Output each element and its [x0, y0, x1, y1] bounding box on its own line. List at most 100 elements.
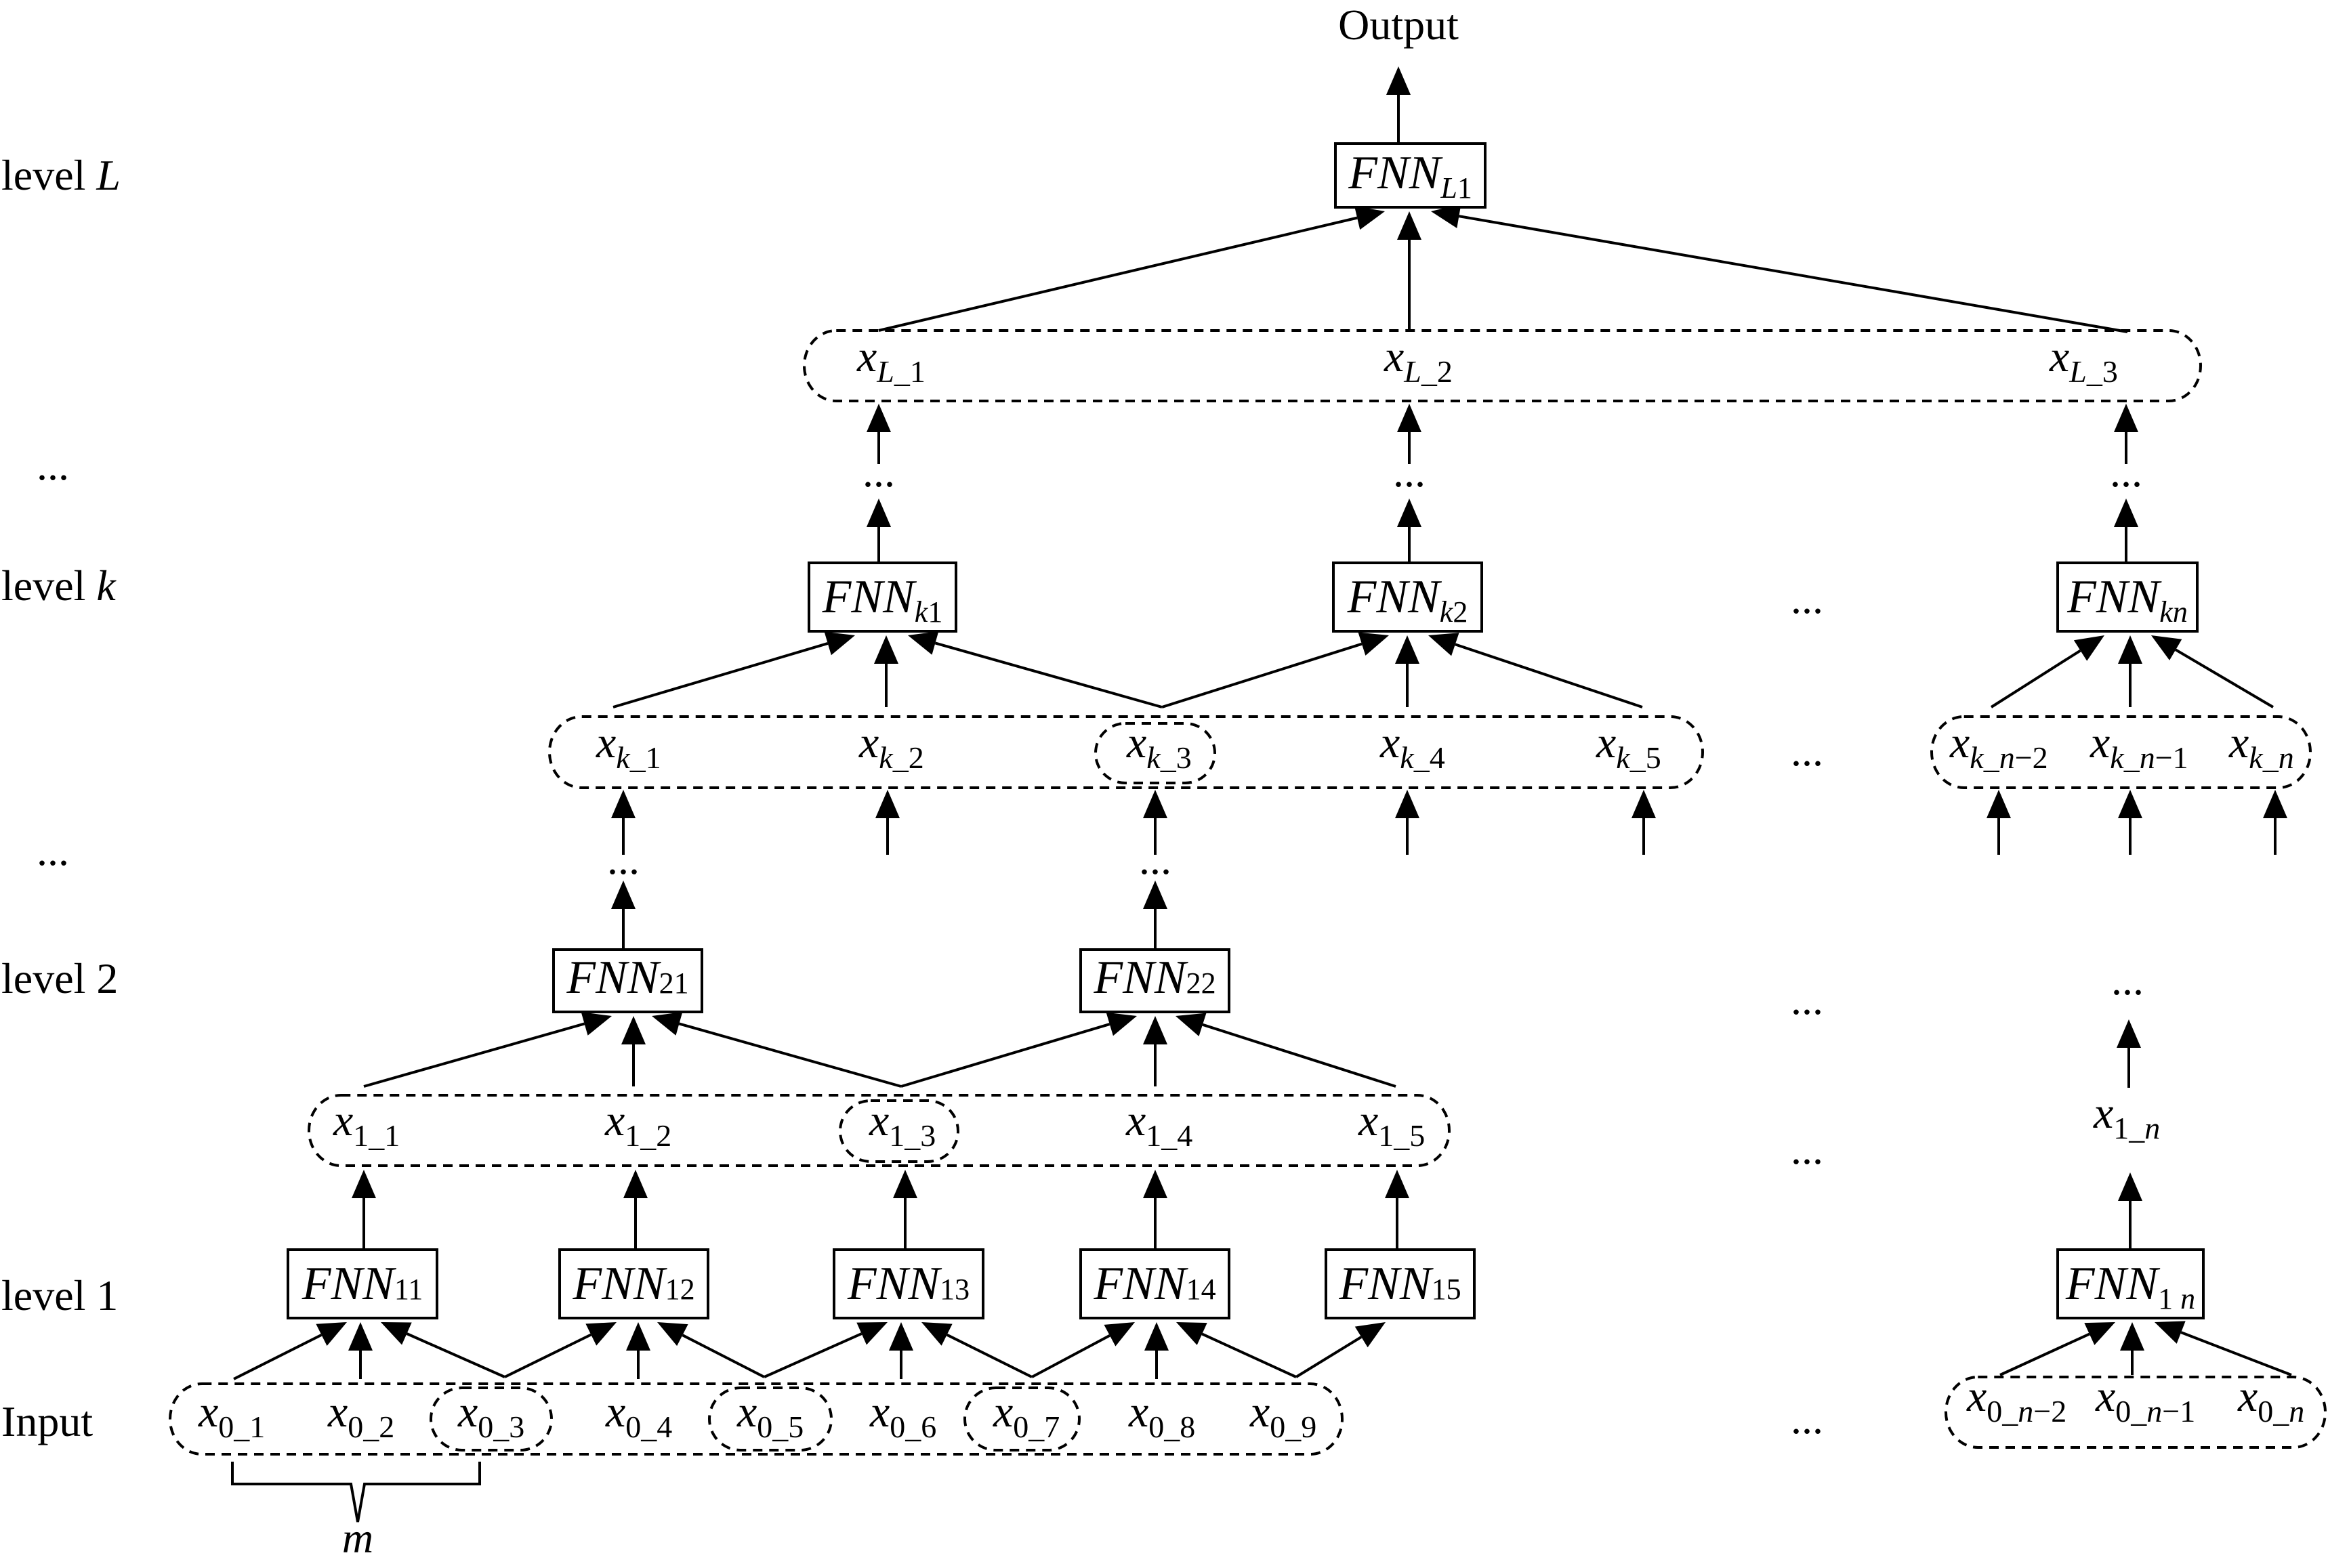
variable-base: x — [1966, 1372, 1987, 1421]
fnn-node-1n: FNN1 n — [2056, 1248, 2205, 1319]
arrowhead-icon — [824, 631, 855, 656]
variable-subscript-italic: n — [2144, 1111, 2160, 1145]
arrow-shaft — [946, 1333, 1033, 1378]
variable-subscript-italic: L — [2069, 354, 2087, 389]
fnn-subscript-italic: n — [2180, 1282, 2195, 1315]
group-row-1 — [308, 1094, 1451, 1167]
fnn-label: FNNkn — [2066, 571, 2188, 629]
var-x-1-5: x1_5 — [1358, 1096, 1425, 1153]
fnn-node-22: FNN22 — [1079, 948, 1230, 1013]
arrow-to-xL-3 — [2114, 404, 2138, 464]
arrow-from-FNNk-3 — [2114, 499, 2138, 564]
variable-base: x — [1379, 718, 1400, 767]
fnn-subscript: 1 — [928, 595, 942, 629]
variable-base: x — [869, 1387, 890, 1437]
variable-base: x — [1949, 718, 1970, 767]
edge-xL2-FNNL1 — [1397, 211, 1421, 331]
arrow-shaft — [1201, 1332, 1297, 1378]
edge-xk5-FNNk2 — [1428, 633, 1643, 708]
variable-subscript: _3 — [1160, 740, 1192, 775]
fnn-node-11: FNN11 — [287, 1248, 438, 1319]
edge-x0n1-FNN1n — [2120, 1322, 2144, 1375]
fnn-label: FNN1 n — [2065, 1258, 2195, 1315]
row-label-variable: L — [96, 151, 121, 199]
edge-xk2-FNNk1 — [874, 635, 898, 707]
edge-xk4-FNNk2 — [1395, 635, 1419, 707]
arrowhead-icon — [1386, 66, 1411, 95]
var-x-L-3: xL_3 — [2049, 332, 2118, 389]
arrowhead-icon — [2114, 499, 2138, 527]
arrow-to-xk-right-2 — [2118, 790, 2142, 855]
arrow-FNN15-to-x1 — [1385, 1170, 1409, 1248]
edge-xk1-FNNk1 — [612, 631, 855, 708]
variable-subscript: _2 — [1421, 354, 1453, 389]
var-x-0-3: x0_3 — [457, 1387, 524, 1444]
var-x-0-8: x0_8 — [1128, 1387, 1195, 1444]
variable-subscript: 0_3 — [478, 1410, 524, 1444]
edge-x08-FNN14 — [1144, 1322, 1169, 1379]
variable-subscript-italic: k — [2110, 740, 2125, 775]
arrowhead-icon — [657, 1322, 688, 1347]
var-x-k-3: xk_3 — [1126, 718, 1192, 775]
edge-x0n-FNN1n — [2155, 1321, 2292, 1376]
edge-x03-FNN12 — [504, 1322, 617, 1378]
variable-base: x — [1125, 1096, 1146, 1145]
group-row-k — [548, 715, 1704, 789]
fnn-box — [552, 948, 703, 1013]
arrow-x1n-up — [2117, 1019, 2141, 1088]
arrowhead-icon — [581, 1012, 612, 1036]
fnn-box — [808, 561, 957, 633]
arrowhead-icon — [889, 1322, 913, 1351]
arrow-from-FNNk-1 — [867, 499, 891, 564]
row-label-input: Input — [1, 1397, 93, 1445]
ellipsis-level-k: ... — [1791, 574, 1823, 622]
arrowhead-icon — [652, 1012, 683, 1036]
arrowhead-icon — [1354, 1322, 1386, 1348]
variable-subscript: 1_3 — [889, 1118, 936, 1153]
arrowhead-icon — [1395, 635, 1419, 664]
fnn-subscript-italic: k — [1440, 595, 1454, 629]
edge-x13-FNN22 — [900, 1012, 1137, 1088]
arrow-FNN12-to-x1 — [623, 1170, 648, 1248]
fnn-box — [2056, 561, 2199, 633]
arrowhead-icon — [893, 1170, 917, 1198]
overlap-group-input-1 — [430, 1386, 553, 1452]
fnn-box — [1079, 948, 1230, 1013]
var-x-0-1: x0_1 — [198, 1387, 265, 1444]
arrowhead-icon — [921, 1322, 953, 1346]
variable-base: x — [2228, 718, 2249, 767]
arrow-shaft — [1999, 1332, 2090, 1376]
variable-base: x — [596, 718, 616, 767]
arrowhead-icon — [626, 1322, 650, 1351]
var-x-0-7: x0_7 — [993, 1387, 1060, 1444]
variable-subscript: 0_2 — [348, 1410, 394, 1444]
variable-subscript: −1 — [2162, 1394, 2195, 1428]
fnn-name: FNN — [1093, 952, 1188, 1004]
ellipsis-col-2: ... — [1393, 448, 1426, 496]
overlap-group-input-3 — [963, 1386, 1081, 1452]
edge-x03-FNN11 — [381, 1322, 505, 1378]
variable-subscript: 0_9 — [1270, 1410, 1316, 1444]
fnn-subscript: 1 — [1457, 171, 1472, 205]
arrow-shaft — [1459, 215, 2128, 333]
arrow-shaft — [504, 1333, 592, 1378]
variable-subscript-italic: n — [2289, 1394, 2304, 1428]
arrow-FNN21-up — [611, 881, 636, 948]
variable-subscript: 0_ — [1987, 1394, 2018, 1428]
fnn-node-L1: FNNL1 — [1334, 142, 1487, 209]
arrow-to-xk-right-3 — [2263, 790, 2287, 855]
arrow-shaft — [2180, 1331, 2292, 1376]
arrowhead-icon — [1397, 499, 1421, 527]
var-x-1-n: x1_n — [2093, 1088, 2160, 1145]
variable-base: x — [993, 1387, 1013, 1437]
arrowhead-icon — [2117, 1019, 2141, 1048]
ellipsis-row-1: ... — [1791, 1125, 1823, 1173]
fnn-subscript: 14 — [1186, 1273, 1216, 1306]
arrow-to-xL-2 — [1397, 404, 1421, 464]
arrowhead-icon — [908, 631, 939, 655]
fnn-label: FNN11 — [302, 1258, 423, 1310]
fnn-name: FNN — [2066, 571, 2161, 623]
arrowhead-icon — [1358, 632, 1389, 656]
fnn-label: FNN12 — [572, 1258, 694, 1310]
variable-subscript: _ — [1983, 740, 2000, 775]
